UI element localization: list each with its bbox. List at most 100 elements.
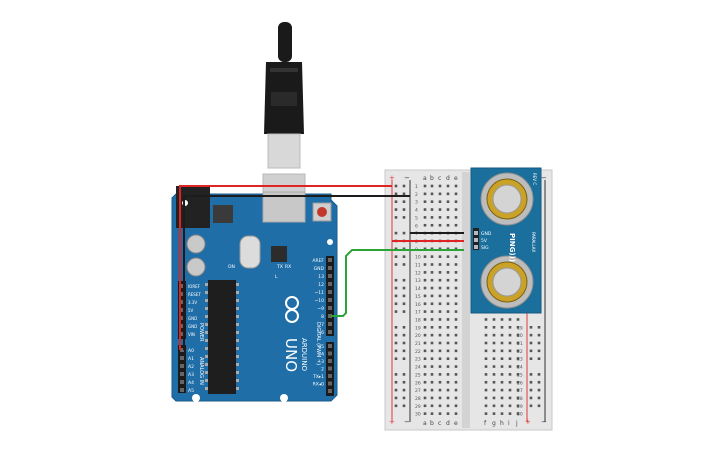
- wire-gnd-black[interactable]: [183, 195, 410, 350]
- row-number: 7: [415, 231, 418, 237]
- digital-pin-label: ~10: [315, 298, 325, 304]
- sensor-brand-label: PARALLAX: [531, 232, 536, 253]
- row-number: 14: [415, 286, 421, 292]
- row-number: 16: [415, 302, 421, 308]
- row-number: 18: [415, 317, 421, 323]
- digital-pin-label: 4: [321, 352, 324, 358]
- row-number: 4: [415, 208, 418, 214]
- rail-plus-label: +: [389, 174, 395, 182]
- row-number: 28: [415, 396, 421, 402]
- capacitor: [186, 257, 206, 277]
- power-pin-label: IOREF: [188, 284, 201, 289]
- row-number: 29: [415, 404, 421, 410]
- row-number: 23: [517, 357, 523, 363]
- row-number: 5: [415, 215, 418, 221]
- column-label: g: [492, 420, 496, 427]
- column-label: b: [430, 420, 434, 427]
- rail-plus-label-right-bottom: +: [525, 418, 531, 426]
- rail-minus-label: −: [404, 174, 410, 182]
- wires[interactable]: [179, 185, 464, 350]
- analog-header[interactable]: [178, 345, 186, 393]
- digital-label: DIGITAL (PWM ~): [315, 322, 321, 365]
- atmega-chip: [208, 280, 236, 394]
- tx-label: TX: [276, 264, 283, 270]
- analog-pin-label: A0: [188, 348, 194, 354]
- row-number: 3: [415, 200, 418, 206]
- rx-label: RX: [285, 264, 291, 270]
- row-number: 26: [517, 380, 523, 386]
- row-number: 23: [415, 357, 421, 363]
- power-jack: [176, 186, 210, 228]
- reset-button-cap[interactable]: [317, 207, 327, 217]
- row-number: 25: [517, 372, 523, 378]
- row-number: 15: [415, 294, 421, 300]
- digital-pin-label: AREF: [312, 258, 324, 264]
- mount-hole: [327, 239, 333, 245]
- column-label: j: [515, 420, 518, 427]
- row-number: 19: [415, 325, 421, 331]
- digital-header-upper[interactable]: [326, 256, 334, 336]
- power-pin-label: VIN: [188, 332, 195, 337]
- row-number: 17: [415, 310, 421, 316]
- column-label: b: [430, 175, 434, 182]
- row-number: 22: [415, 349, 421, 355]
- digital-pin-label: GND: [314, 266, 325, 272]
- analog-in-label: ANALOG IN: [198, 357, 204, 385]
- row-number: 10: [415, 255, 421, 261]
- digital-pin-label: TX▸1: [312, 374, 324, 380]
- digital-pin-label: ~9: [317, 306, 324, 312]
- column-label: a: [423, 175, 427, 182]
- row-number: 29: [517, 404, 523, 410]
- power-label: POWER: [198, 323, 204, 342]
- analog-pin-label: A5: [188, 388, 194, 394]
- row-number: 30: [415, 412, 421, 418]
- column-label: i: [508, 420, 510, 427]
- rail-plus-label-bottom: +: [389, 418, 395, 426]
- analog-pin-label: A4: [188, 380, 194, 386]
- row-number: 19: [517, 325, 523, 331]
- analog-pin-label: A1: [188, 356, 194, 362]
- sensor-pin-label: GND: [481, 231, 492, 237]
- usb-cable[interactable]: [262, 22, 306, 221]
- row-number: 26: [415, 380, 421, 386]
- row-number: 1: [415, 184, 418, 190]
- power-pin-label: GND: [188, 324, 197, 329]
- rail-minus-label-bottom: −: [404, 418, 410, 426]
- row-number: 30: [517, 412, 523, 418]
- column-label: d: [446, 420, 450, 427]
- arduino-brand-label: ARDUINO: [300, 338, 308, 371]
- rail-minus-label-right: −: [541, 174, 547, 182]
- row-number: 2: [415, 192, 418, 198]
- digital-pin-label: ~11: [315, 290, 325, 296]
- column-label: e: [454, 175, 458, 182]
- row-number: 24: [517, 365, 523, 371]
- row-number: 28: [517, 396, 523, 402]
- row-number: 13: [415, 278, 421, 284]
- digital-pin-label: ~3: [317, 359, 324, 365]
- row-number: 20: [415, 333, 421, 339]
- wire-signal-green[interactable]: [331, 249, 464, 317]
- digital-pin-label: 2: [321, 367, 324, 373]
- column-label: d: [446, 175, 450, 182]
- column-label: a: [423, 420, 427, 427]
- column-label: e: [454, 420, 458, 427]
- row-number: 27: [415, 388, 421, 394]
- row-number: 21: [415, 341, 421, 347]
- rail-minus-label-right-bottom: −: [541, 418, 547, 426]
- column-label: f: [484, 420, 487, 427]
- digital-pin-label: 8: [321, 314, 324, 320]
- sensor-rev-label: REV C: [532, 173, 537, 185]
- sensor-name-label: PING))): [508, 233, 516, 262]
- wire-5v-red[interactable]: [179, 185, 392, 350]
- arduino-uno-board[interactable]: ARDUINO UNO POWER ANALOG IN DIGITAL (PWM…: [171, 186, 338, 402]
- row-number: 20: [517, 333, 523, 339]
- digital-pin-label: 12: [318, 282, 324, 288]
- power-pin-label: GND: [188, 316, 197, 321]
- power-pin-label: RESET: [188, 292, 201, 297]
- l-label: L: [275, 274, 278, 280]
- row-number: 25: [415, 372, 421, 378]
- row-number: 27: [517, 388, 523, 394]
